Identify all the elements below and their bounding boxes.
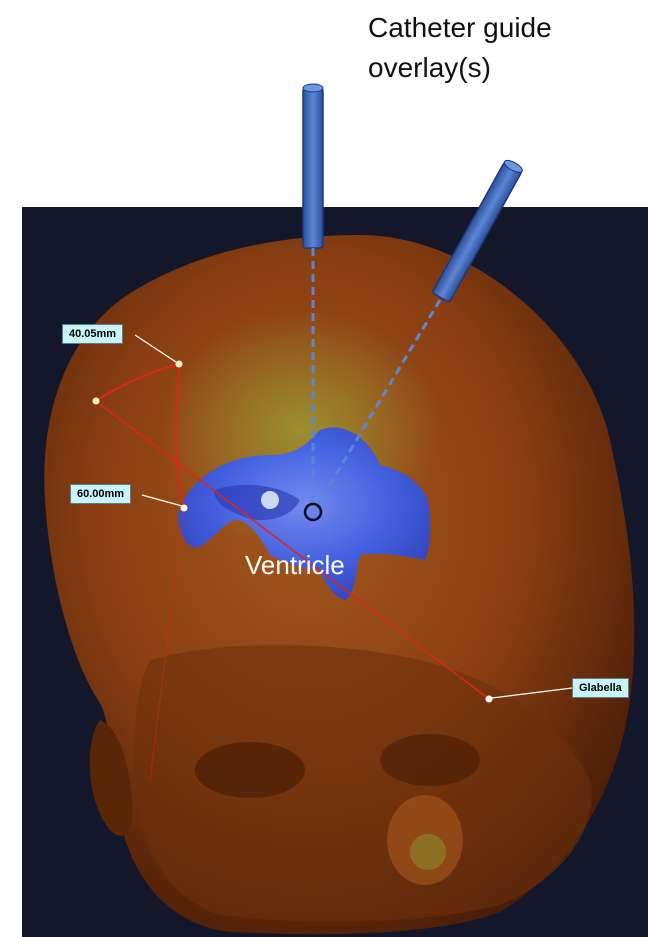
point-left bbox=[93, 398, 100, 405]
ventricle-label: Ventricle bbox=[245, 550, 345, 581]
right-eye-socket bbox=[380, 734, 480, 786]
measurement-label-2: 60.00mm bbox=[70, 484, 131, 504]
left-eye-socket bbox=[195, 742, 305, 798]
caption-line-1: Catheter guide bbox=[368, 8, 638, 48]
vertical-catheter bbox=[303, 88, 323, 248]
vertical-catheter-cap bbox=[303, 84, 323, 92]
point-top bbox=[176, 361, 183, 368]
caption-line-2: overlay(s) bbox=[368, 48, 638, 88]
ventricle-highlight bbox=[261, 491, 279, 509]
measurement-label-1: 40.05mm bbox=[62, 324, 123, 344]
point-glabella bbox=[486, 696, 493, 703]
landmark-label: Glabella bbox=[572, 678, 629, 698]
caption: Catheter guide overlay(s) bbox=[368, 8, 638, 88]
nose-highlight bbox=[410, 834, 446, 870]
